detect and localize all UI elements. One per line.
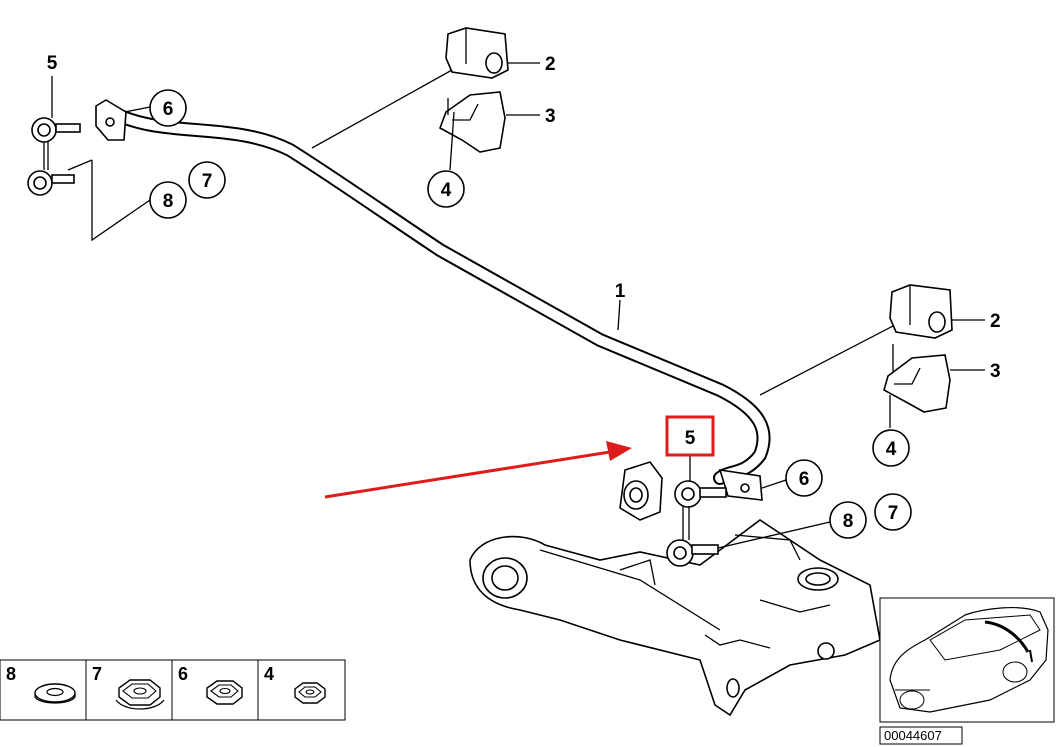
- car-icon: [889, 607, 1049, 713]
- legend-num-7: 7: [92, 664, 102, 684]
- callout-nut-top: 4: [427, 170, 465, 208]
- callout-link-right-highlight[interactable]: 5: [665, 415, 715, 457]
- fastener-legend: 8 7 6 4: [0, 659, 346, 721]
- callout-washer-right-8: 8: [829, 501, 867, 539]
- stabilizer-link-left: [27, 117, 81, 196]
- svg-text:6: 6: [163, 99, 174, 120]
- hex-nut-icon: [206, 680, 243, 705]
- subframe-bushing: [619, 461, 663, 521]
- callout-washer-left: 6: [149, 89, 187, 127]
- callout-nut-right-7: 7: [874, 493, 912, 531]
- rear-subframe: [469, 519, 881, 717]
- svg-text:8: 8: [843, 511, 854, 532]
- svg-text:5: 5: [685, 428, 696, 449]
- callout-washer-right: 6: [785, 459, 823, 497]
- callout-bracket-right: 3: [990, 361, 1001, 382]
- hex-nut-small-icon: [294, 682, 326, 704]
- legend-num-6: 6: [178, 664, 188, 684]
- svg-text:00044607: 00044607: [884, 728, 942, 743]
- hex-nut-large-icon: [115, 679, 165, 710]
- svg-text:4: 4: [886, 439, 897, 460]
- washer-icon: [34, 683, 76, 704]
- clamp-bracket-top: [439, 91, 506, 153]
- svg-text:7: 7: [202, 171, 213, 192]
- callout-bushing-right: 2: [990, 311, 1001, 332]
- legend-num-4: 4: [264, 664, 274, 684]
- callout-nut-right: 4: [872, 429, 910, 467]
- svg-text:6: 6: [799, 469, 810, 490]
- diagram-part-number: 00044607: [879, 726, 963, 745]
- callout-bushing-top: 2: [545, 54, 556, 75]
- vehicle-location-thumbnail: [879, 597, 1055, 723]
- callout-link-left: 5: [47, 53, 58, 74]
- rubber-mount-top: [445, 27, 509, 79]
- callout-washer-left-8: 8: [149, 181, 187, 219]
- svg-text:4: 4: [441, 180, 452, 201]
- rubber-mount-right: [889, 284, 953, 339]
- callout-bracket-top: 3: [545, 106, 556, 127]
- callout-nut-left-7: 7: [188, 161, 226, 199]
- stabilizer-link-right: [666, 480, 727, 567]
- stabilizer-bar: [95, 99, 771, 501]
- svg-text:7: 7: [888, 503, 899, 524]
- red-pointer-arrow: [324, 441, 632, 499]
- legend-num-8: 8: [6, 664, 16, 684]
- callout-bar: 1: [615, 281, 626, 302]
- clamp-bracket-right: [883, 344, 951, 413]
- leader-lines: [51, 62, 985, 549]
- svg-text:8: 8: [163, 191, 174, 212]
